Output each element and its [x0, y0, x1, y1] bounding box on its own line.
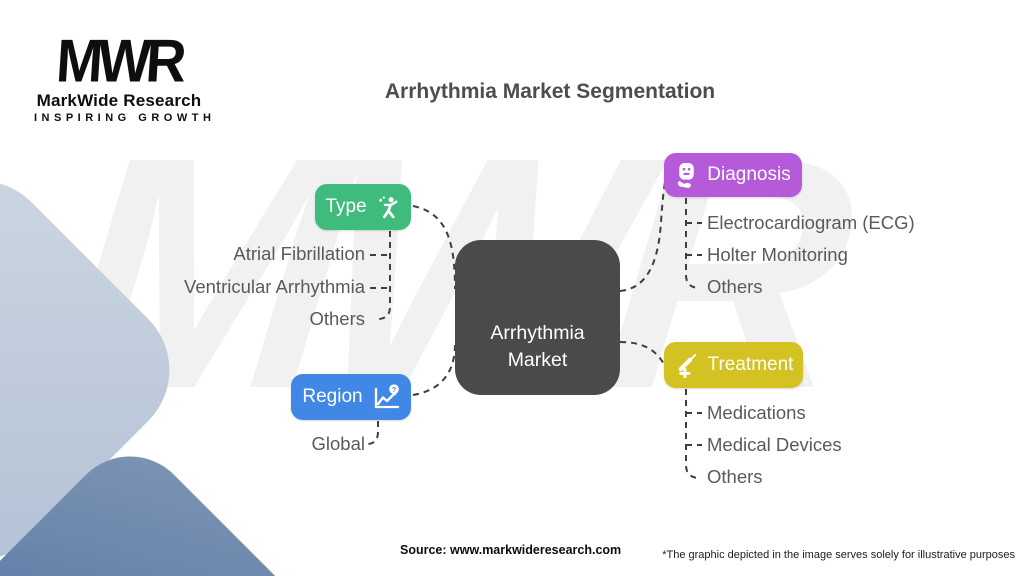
branch-treatment-label: Treatment [707, 354, 794, 375]
connector-region-global [367, 421, 379, 445]
page-title: Arrhythmia Market Segmentation [384, 80, 716, 103]
leaf-item-ecg: Electrocardiogram (ECG) [707, 212, 915, 233]
leaf-item-global: Global [311, 433, 365, 454]
chart-question-icon: ? [372, 384, 400, 410]
connector-region-to-center [412, 343, 456, 396]
branch-type-label: Type [325, 196, 367, 217]
markwide-research-logo: MWR MarkWide Research INSPIRING GROWTH [34, 26, 216, 125]
leaf-item-diagnosis-others: Others [707, 276, 763, 297]
branch-node-treatment: Treatment [664, 342, 803, 388]
leaf-item-medications: Medications [707, 402, 806, 423]
branch-node-region: Region ? [291, 374, 411, 420]
leaf-item-holter-monitoring: Holter Monitoring [707, 244, 848, 265]
branch-diagnosis-label: Diagnosis [707, 164, 791, 185]
branch-node-diagnosis: Diagnosis [664, 153, 802, 197]
connector-treatment-to-center [619, 341, 665, 365]
connector-diagnosis-to-center [619, 175, 667, 292]
connector-treatment-children-trunk [685, 389, 699, 479]
branch-region-label: Region [302, 386, 363, 407]
leaf-item-atrial-fibrillation: Atrial Fibrillation [233, 243, 365, 264]
leaf-item-ventricular-arrhythmia: Ventricular Arrhythmia [184, 276, 365, 297]
disclaimer-text: *The graphic depicted in the image serve… [662, 549, 1015, 561]
branch-node-type: Type [315, 184, 411, 230]
svg-text:?: ? [391, 385, 396, 394]
center-node-arrhythmia-market: Arrhythmia Market [455, 240, 620, 395]
connector-diagnosis-children-trunk [685, 198, 699, 289]
source-text: Source: www.markwideresearch.com [400, 543, 622, 557]
center-node-label: Arrhythmia Market [490, 322, 585, 371]
connector-type-children-trunk [378, 231, 391, 320]
patient-card-hand-icon [675, 162, 698, 189]
connector-type-to-center [412, 205, 456, 290]
leaf-item-treatment-others: Others [707, 466, 763, 487]
logo-tagline: INSPIRING GROWTH [34, 112, 216, 125]
dancing-person-icon [376, 195, 401, 220]
logo-monogram: MWR [54, 26, 184, 95]
leaf-item-medical-devices: Medical Devices [707, 434, 842, 455]
syringe-plus-icon [674, 353, 699, 378]
leaf-item-type-others: Others [309, 308, 365, 329]
logo-name: MarkWide Research [36, 91, 202, 111]
